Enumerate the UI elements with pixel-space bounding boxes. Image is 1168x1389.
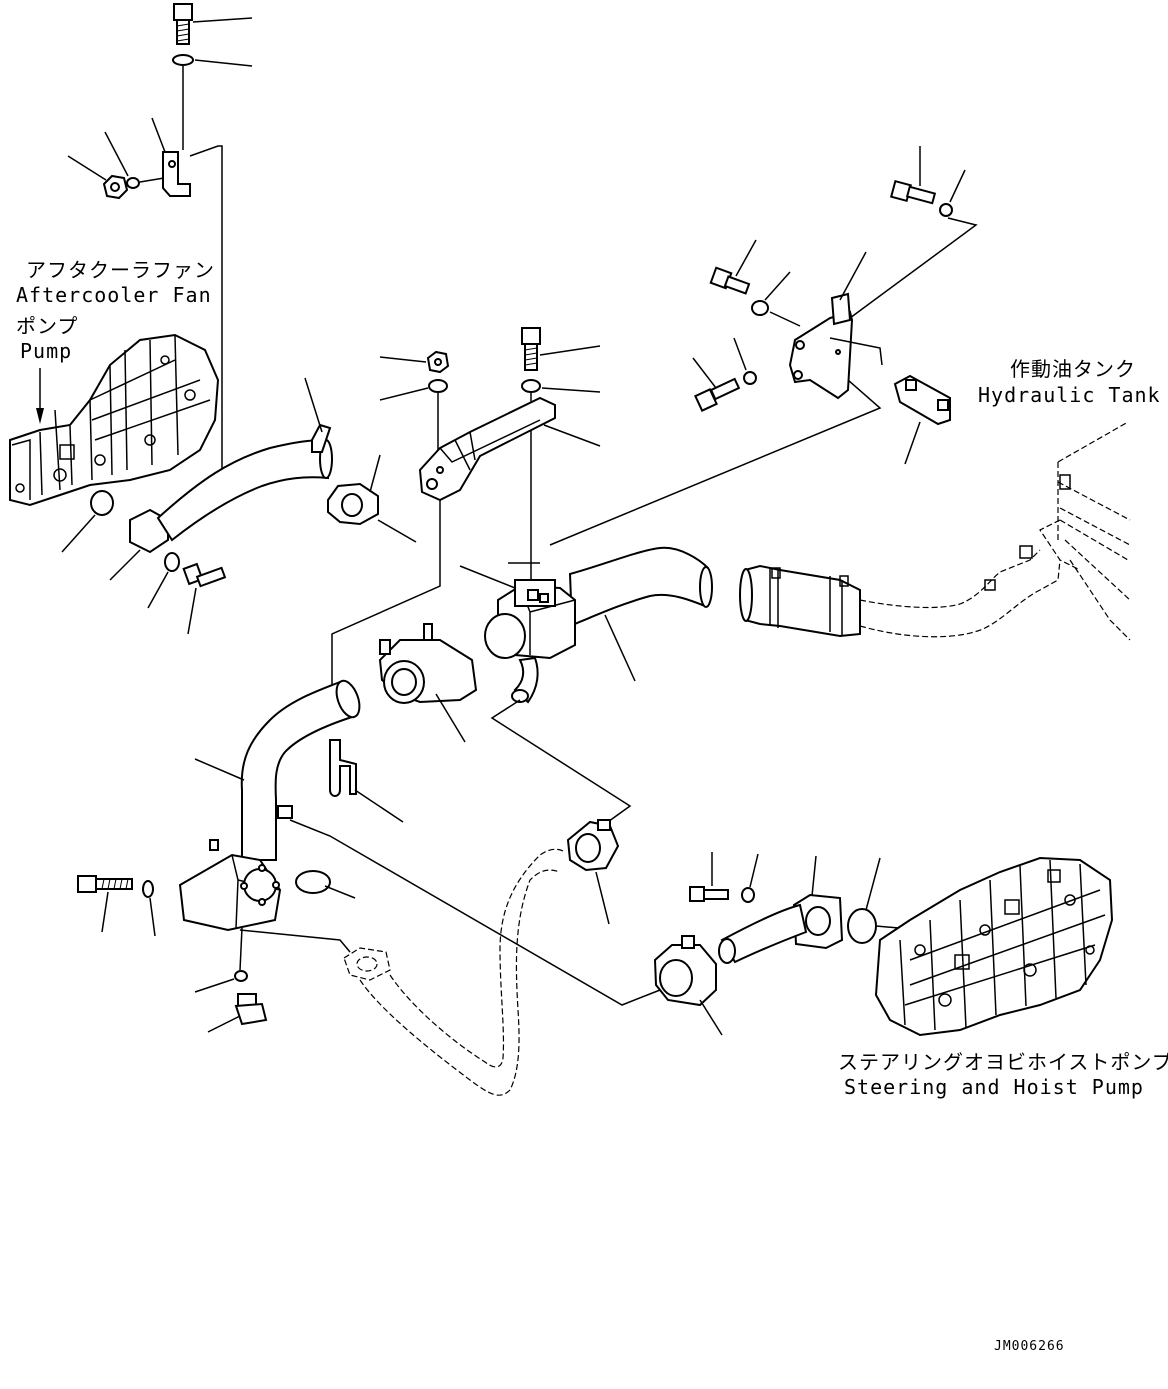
hose-clip [329, 739, 357, 797]
drawing-code: JM006266 [994, 1339, 1065, 1354]
clamp-center [378, 623, 478, 704]
oring-pump [847, 908, 877, 944]
aftercooler-fan-pump [9, 333, 220, 507]
clip-pin [311, 423, 332, 453]
suction-pipe-main [178, 679, 361, 932]
pump-label-jp: ポンプ [16, 314, 79, 338]
clamp-pump [653, 935, 717, 1007]
pump-label-en: Pump [20, 339, 73, 363]
mount-bracket [418, 396, 556, 502]
elbow-flange [718, 893, 844, 964]
bolt-pump [689, 886, 729, 902]
drain-plug [234, 993, 268, 1026]
washer-left [164, 552, 180, 572]
hose-tank [739, 564, 861, 638]
tank-bracket [788, 292, 854, 400]
steering-label-en: Steering and Hoist Pump [844, 1075, 1144, 1099]
oring-center [295, 870, 331, 894]
steering-label-jp: ステアリングオヨビホイストポンプ [838, 1050, 1168, 1074]
lower-hose-dashed [343, 848, 566, 1096]
clamp-right-mid [566, 819, 620, 872]
nut-mid [426, 350, 450, 374]
aftercooler-label-jp: アフタクーラファン [26, 258, 215, 282]
bolt-right-mid [709, 266, 751, 295]
bolt-top-left [173, 3, 193, 45]
tank-label-en: Hydraulic Tank [978, 383, 1161, 407]
bolt-mid [521, 327, 541, 371]
nut-top-left [102, 174, 129, 200]
hydraulic-tank [1039, 421, 1131, 641]
bolt-right-low [694, 377, 741, 412]
bolt-left [182, 562, 227, 588]
bolt-right-top [889, 179, 937, 205]
bracket-small [162, 151, 191, 197]
pipe-block-center [484, 546, 713, 704]
aftercooler-label-en: Aftercooler Fan [16, 283, 212, 307]
tank-label-jp: 作動油タンク [1010, 357, 1136, 381]
washer-top [172, 54, 194, 66]
clamp-upper [327, 482, 379, 526]
bolt-left-lower [77, 875, 133, 893]
tank-strainer-bracket [893, 374, 951, 426]
oring-left [90, 490, 114, 516]
steering-hoist-pump [874, 856, 1114, 1037]
